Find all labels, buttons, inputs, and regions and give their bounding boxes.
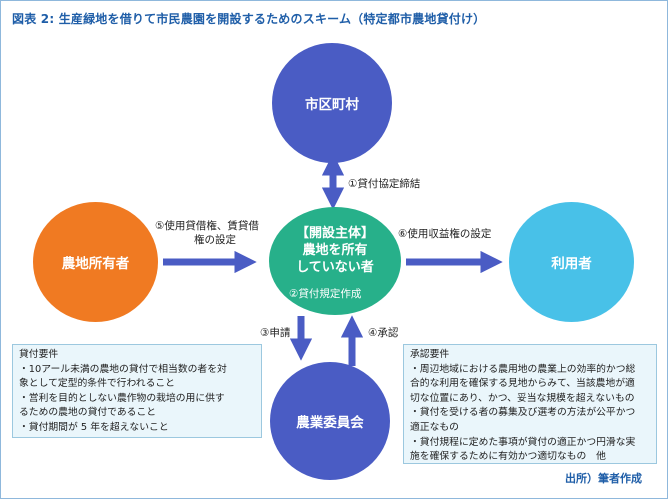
edge-label-2: ②貸付規定作成 [289, 288, 362, 300]
lending-requirement-line: ・10アール未満の農地の貸付で相当数の者を対 [19, 363, 227, 375]
lending-requirements-heading: 貸付要件 [19, 349, 59, 360]
edge-label-4: ④承認 [368, 327, 399, 339]
node-user-label: 利用者 [551, 256, 592, 272]
lending-requirements-box: 貸付要件 ・10アール未満の農地の貸付で相当数の者を対 象として定型的条件で行わ… [12, 344, 262, 438]
source-note: 出所）筆者作成 [565, 472, 642, 485]
approval-requirement-line: 切な位置にあり、かつ、妥当な規模を超えないもの [410, 392, 635, 404]
node-center-line-1: 【開設主体】 [295, 225, 374, 241]
node-center-line-3: していない者 [296, 259, 374, 275]
node-committee-label: 農業委員会 [296, 415, 364, 431]
approval-requirement-line: 施を確保するために有効かつ適切なもの 他 [410, 451, 606, 463]
approval-requirement-line: ・貸付規程に定めた事項が貸付の適正かつ円滑な実 [410, 436, 636, 448]
edge-label-5-line-1: ⑤使用貸借権、賃貸借 [155, 220, 259, 232]
lending-requirement-line: 象として定型的条件で行われること [19, 378, 175, 390]
edge-label-5-line-2: 権の設定 [194, 234, 236, 246]
node-user: 利用者 [509, 202, 634, 322]
lending-requirement-line: ・貸付期間が 5 年を超えないこと [19, 421, 169, 433]
edge-label-3: ③申請 [260, 327, 291, 339]
node-committee: 農業委員会 [270, 362, 390, 480]
node-owner-label: 農地所有者 [61, 256, 130, 272]
node-center: 【開設主体】 農地を所有 していない者 [269, 207, 401, 315]
edge-label-6: ⑥使用収益権の設定 [398, 228, 492, 240]
node-owner: 農地所有者 [33, 202, 158, 322]
approval-requirement-line: 適正なもの [410, 421, 459, 433]
node-city: 市区町村 [272, 43, 392, 163]
approval-requirement-line: ・周辺地域における農用地の農業上の効率的かつ総 [410, 363, 636, 375]
lending-requirement-line: ・営利を目的としない農作物の栽培の用に供す [19, 392, 225, 404]
figure-title: 図表 2: 生産緑地を借りて市民農園を開設するためのスキーム（特定都市農地貸付け… [12, 12, 486, 26]
node-center-line-2: 農地を所有 [302, 242, 368, 258]
approval-requirement-line: ・貸付を受ける者の募集及び選考の方法が公平かつ [410, 407, 636, 419]
edge-label-1: ①貸付協定締結 [348, 178, 421, 190]
lending-requirement-line: るための農地の貸付であること [19, 407, 157, 419]
approval-requirement-line: 合的な利用を確保する見地からみて、当該農地が適 [410, 378, 635, 390]
approval-requirements-box: 承認要件 ・周辺地域における農用地の農業上の効率的かつ総 合的な利用を確保する見… [403, 344, 657, 464]
node-city-label: 市区町村 [305, 97, 359, 113]
approval-requirements-heading: 承認要件 [410, 349, 450, 360]
